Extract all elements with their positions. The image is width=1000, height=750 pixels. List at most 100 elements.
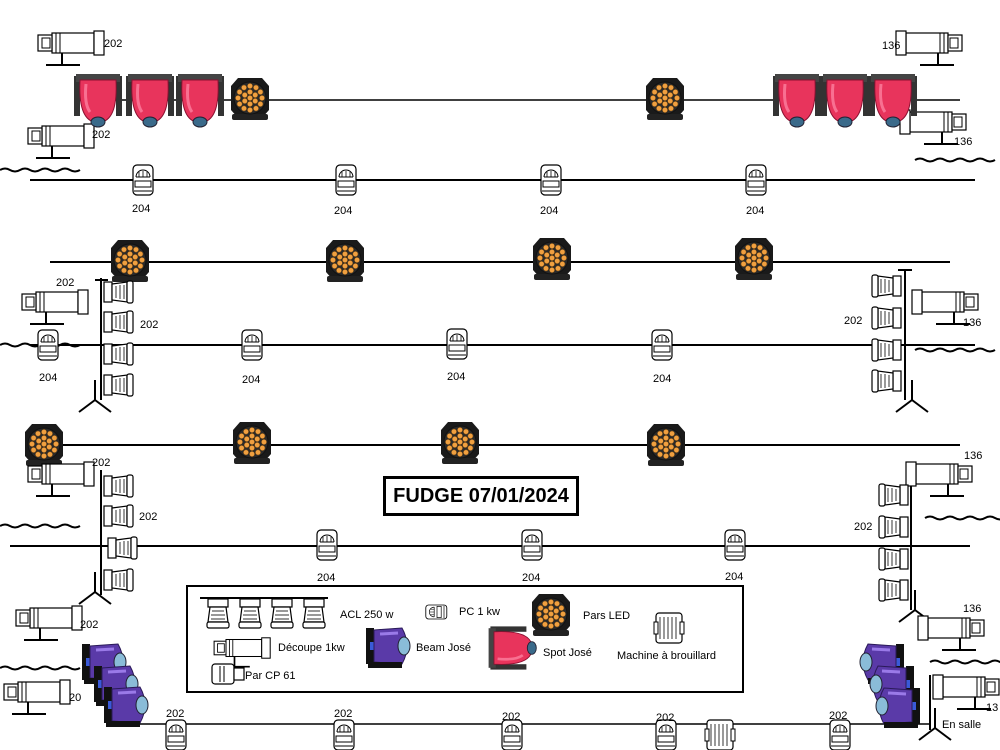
- led-par-fixture: [325, 239, 365, 283]
- acl-fixture: [103, 504, 134, 528]
- pc-fixture: [829, 719, 851, 750]
- label-204: 204: [317, 572, 335, 584]
- pc-fixture: [241, 329, 263, 361]
- pipes: [10, 99, 975, 725]
- label-202: 202: [92, 457, 110, 469]
- label-202: 202: [166, 708, 184, 720]
- pc-fixture: [335, 164, 357, 196]
- decoupe-fixture: [21, 289, 89, 325]
- label-13: 13: [986, 702, 998, 714]
- legend-pars-label: Pars LED: [583, 610, 630, 622]
- label-204: 204: [725, 571, 743, 583]
- acl-fixture: [879, 548, 908, 570]
- label-204: 204: [132, 203, 150, 215]
- acl-fixture: [872, 370, 901, 392]
- led-par-fixture: [646, 423, 686, 467]
- towers: [78, 269, 952, 741]
- label-204: 204: [653, 373, 671, 385]
- plot-title: FUDGE 07/01/2024: [383, 476, 579, 516]
- legend-parcp-label: Par CP 61: [245, 670, 296, 682]
- decoupe-fixture: [15, 605, 83, 641]
- acl-fixture: [103, 568, 134, 592]
- pc-fixture: [521, 529, 543, 561]
- pc-fixture: [655, 719, 677, 750]
- label-136: 136: [964, 450, 982, 462]
- pc-fixture: [446, 328, 468, 360]
- led-par-fixture: [230, 77, 270, 121]
- spot-fixture: [174, 72, 226, 129]
- acl-fixture: [879, 579, 908, 601]
- acl-fixture: [879, 516, 908, 538]
- decoupe-fixture: [27, 461, 95, 497]
- label-204: 204: [242, 374, 260, 386]
- acl-fixture: [872, 339, 901, 361]
- legend-fog-label: Machine à brouillard: [617, 650, 716, 662]
- pc-fixture: [333, 719, 355, 750]
- label-136: 136: [963, 317, 981, 329]
- label-136: 136: [954, 136, 972, 148]
- pc-fixture: [37, 329, 59, 361]
- decoupe-fixture: [27, 123, 95, 159]
- pc-fixture: [724, 529, 746, 561]
- label-20: 20: [69, 692, 81, 704]
- decoupe-fixture: [896, 31, 962, 65]
- legend-acl-label: ACL 250 w: [340, 609, 393, 621]
- label-202: 202: [56, 277, 74, 289]
- label-204: 204: [447, 371, 465, 383]
- label-204: 204: [334, 205, 352, 217]
- label-204: 204: [746, 205, 764, 217]
- legend-decoupe-label: Découpe 1kw: [278, 642, 345, 654]
- label-202: 202: [854, 521, 872, 533]
- pc-fixture: [540, 164, 562, 196]
- spot-fixture: [124, 72, 176, 129]
- label-en-salle: En salle: [942, 719, 981, 731]
- legend-pc-label: PC 1 kw: [459, 606, 500, 618]
- decoupe-fixture: [918, 616, 984, 650]
- beam-fixture: [874, 686, 922, 730]
- legend: ACL 250 w PC 1 kw Pars LED Machine à bro…: [186, 585, 744, 693]
- spot-fixture: [819, 72, 871, 129]
- label-204: 204: [39, 372, 57, 384]
- acl-fixture: [103, 373, 134, 397]
- pc-fixture: [745, 164, 767, 196]
- label-204: 204: [522, 572, 540, 584]
- label-202: 202: [502, 711, 520, 723]
- label-136: 136: [963, 603, 981, 615]
- legend-beam-label: Beam José: [416, 642, 471, 654]
- acl-fixture: [103, 280, 134, 304]
- beam-fixture: [102, 685, 150, 729]
- led-par-fixture: [532, 237, 572, 281]
- decoupe-fixture: [906, 462, 972, 496]
- label-136: 136: [882, 40, 900, 52]
- decoupe-fixture: [37, 30, 105, 66]
- decoupe-fixture: [3, 679, 71, 715]
- spot-fixture: [771, 72, 823, 129]
- label-202: 202: [829, 710, 847, 722]
- label-202: 202: [140, 319, 158, 331]
- acl-fixture: [103, 474, 134, 498]
- led-par-fixture: [645, 77, 685, 121]
- label-202: 202: [80, 619, 98, 631]
- pc-fixture: [501, 719, 523, 750]
- label-202: 202: [334, 708, 352, 720]
- label-202: 202: [844, 315, 862, 327]
- acl-fixture: [879, 484, 908, 506]
- label-204: 204: [540, 205, 558, 217]
- acl-fixture: [103, 342, 134, 366]
- label-202: 202: [656, 712, 674, 724]
- led-par-fixture: [440, 421, 480, 465]
- label-202: 202: [92, 129, 110, 141]
- pc-fixture: [316, 529, 338, 561]
- fog-fixture: [704, 719, 736, 750]
- pc-fixture: [165, 719, 187, 750]
- legend-spot-label: Spot José: [543, 647, 592, 659]
- led-par-fixture: [110, 239, 150, 283]
- pc-fixture: [132, 164, 154, 196]
- label-202: 202: [139, 511, 157, 523]
- led-par-fixture: [24, 423, 64, 467]
- pc-fixture: [651, 329, 673, 361]
- spot-fixture: [72, 72, 124, 129]
- acl-fixture: [872, 307, 901, 329]
